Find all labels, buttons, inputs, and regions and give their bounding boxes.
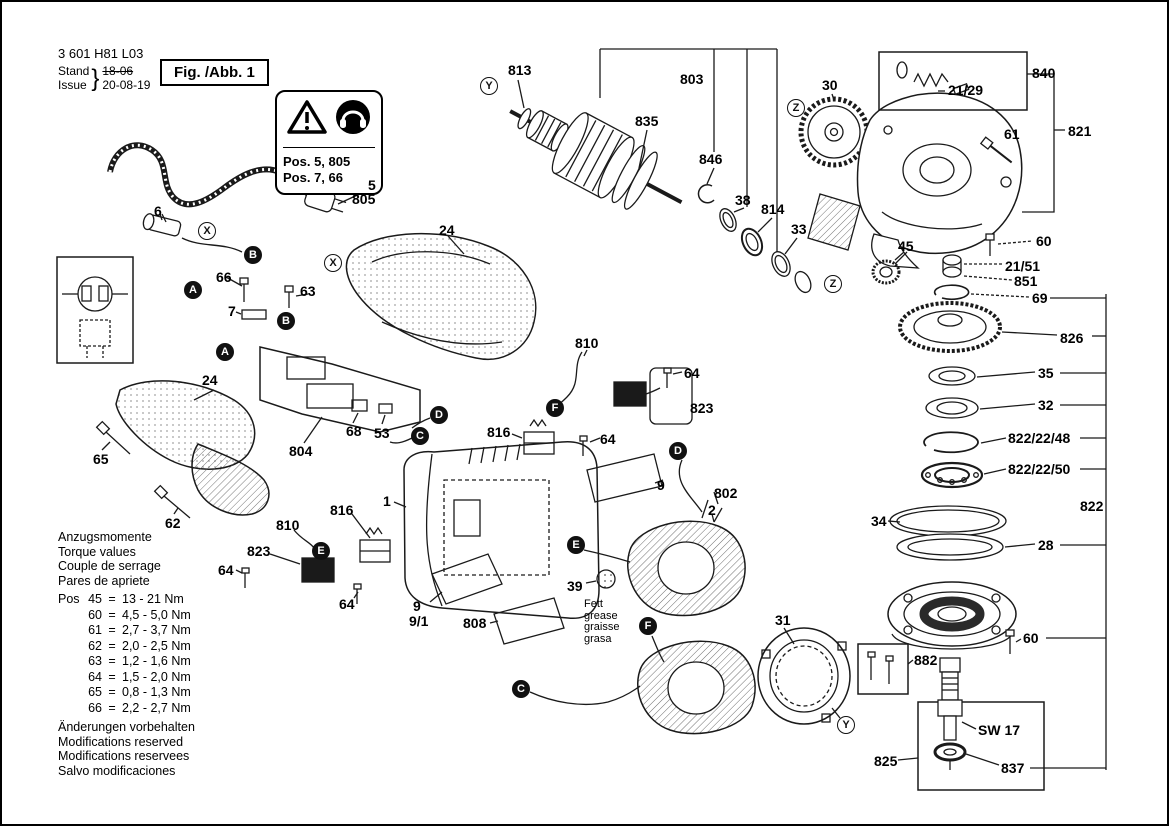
notice-pos-line-2: Pos. 7, 66 bbox=[283, 170, 343, 185]
stand-value: 18-06 bbox=[102, 64, 134, 78]
bracket-821 bbox=[1022, 73, 1065, 213]
torque-row-62: 62=2,0 - 2,5 Nm bbox=[88, 638, 191, 653]
grease-point-39 bbox=[585, 569, 616, 589]
notice-pos-line-1: Pos. 5, 805 bbox=[283, 154, 351, 169]
gasket-plates bbox=[429, 453, 663, 645]
motor-housing bbox=[393, 441, 600, 619]
warning-triangle-icon bbox=[286, 99, 328, 140]
torque-row-64: 64=1,5 - 2,0 Nm bbox=[88, 669, 191, 684]
footer-notes: Änderungen vorbehalten Modifications res… bbox=[58, 720, 195, 778]
type-number: 3 601 H81 L03 bbox=[58, 46, 144, 61]
stator-lower bbox=[529, 635, 756, 735]
bracket-822 bbox=[1030, 294, 1107, 770]
side-handle bbox=[95, 380, 270, 519]
spindle-stack bbox=[887, 254, 1058, 561]
torque-row-63: 63=1,2 - 1,6 Nm bbox=[88, 654, 191, 668]
brace-glyph: } bbox=[91, 64, 100, 92]
issue-value: 20-08-19 bbox=[102, 78, 151, 92]
gear-30 bbox=[798, 93, 870, 168]
safety-notice-box: Pos. 5, 805 Pos. 7, 66 bbox=[275, 90, 383, 195]
armature-leaders bbox=[517, 48, 778, 254]
footer-note-es: Salvo modificaciones bbox=[58, 763, 176, 778]
misc-leader-lines bbox=[161, 213, 719, 523]
torque-title-de: Anzugsmomente bbox=[58, 530, 152, 544]
brush-gear-upper bbox=[511, 349, 693, 456]
grease-note-es: grasa bbox=[584, 632, 612, 645]
figure-title: Fig. /Abb. 1 bbox=[160, 59, 269, 86]
shaft-rings bbox=[697, 167, 861, 294]
torque-table: Anzugsmomente Torque values Couple de se… bbox=[58, 530, 191, 716]
grease-note: Fett grease graisse grasa bbox=[584, 598, 620, 645]
bearing-flange bbox=[857, 581, 1022, 695]
gear-housing bbox=[856, 92, 1033, 269]
torque-title-es: Pares de apriete bbox=[58, 573, 150, 588]
footer-note-de: Änderungen vorbehalten bbox=[58, 720, 195, 734]
torque-row-61: 61=2,7 - 3,7 Nm bbox=[88, 623, 191, 637]
torque-row-65: 65=0,8 - 1,3 Nm bbox=[88, 685, 191, 699]
cable-clamp-detail bbox=[56, 256, 134, 364]
ear-protection-icon bbox=[334, 98, 372, 141]
bevel-gear-45 bbox=[871, 251, 908, 285]
spindle bbox=[897, 657, 1045, 791]
bearing-ring-31 bbox=[757, 627, 851, 725]
stand-label: Stand bbox=[58, 64, 90, 78]
grease-note-de: Fett bbox=[584, 598, 603, 610]
footer-note-fr: Modifications reservees bbox=[58, 749, 190, 763]
torque-row-60: 60=4,5 - 5,0 Nm bbox=[88, 607, 191, 622]
grease-note-fr: graisse bbox=[584, 621, 620, 633]
torque-row-66: 66=2,2 - 2,7 Nm bbox=[88, 700, 191, 715]
footer-note-en: Modifications reserved bbox=[58, 734, 184, 749]
torque-title-fr: Couple de serrage bbox=[58, 559, 161, 573]
issue-label: Issue bbox=[58, 78, 87, 92]
grease-note-en: grease bbox=[584, 609, 618, 622]
armature-assembly bbox=[509, 108, 683, 210]
stator-upper bbox=[583, 459, 746, 617]
top-handle-shell bbox=[337, 191, 537, 360]
title-block: 3 601 H81 L03 Stand Issue } 18-06 20-08-… bbox=[58, 46, 150, 92]
brush-gear-lower bbox=[235, 513, 391, 604]
switch-module bbox=[225, 276, 431, 444]
spring-pin-box bbox=[878, 51, 1028, 111]
torque-title-en: Torque values bbox=[58, 544, 136, 559]
